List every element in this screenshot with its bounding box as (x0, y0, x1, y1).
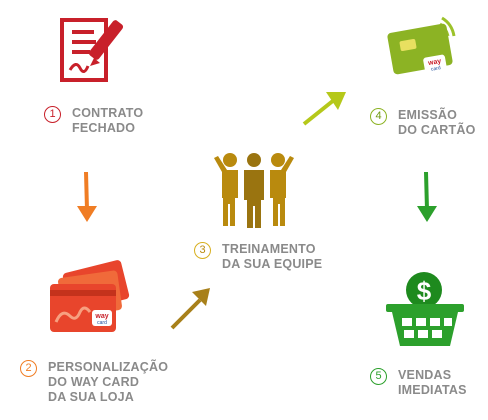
custom-cards-icon: way card (50, 260, 130, 332)
arrow-4-to-5 (417, 171, 437, 222)
team-icon (214, 153, 294, 228)
step-3-label: TREINAMENTO DA SUA EQUIPE (222, 242, 322, 272)
step-2-label-line-3: DA SUA LOJA (48, 390, 135, 404)
step-3-number: 3 (194, 242, 211, 259)
basket-dollar-symbol: $ (417, 276, 432, 306)
shopping-basket-icon: $ (386, 272, 464, 346)
step-2-label-line-2: DO WAY CARD (48, 375, 140, 389)
step-3-label-line-1: TREINAMENTO (222, 242, 316, 256)
step-4-label-line-2: DO CARTÃO (398, 123, 476, 137)
step-5-number: 5 (370, 368, 387, 385)
step-1-label: CONTRATO FECHADO (72, 106, 143, 136)
custom-cards-brand-bottom: card (97, 320, 107, 326)
step-2-label-line-1: PERSONALIZAÇÃO (48, 360, 169, 374)
contract-pen-icon (60, 18, 124, 82)
arrow-2-to-3 (170, 288, 210, 330)
card-emission-brand-bottom: card (431, 65, 442, 73)
step-1-number: 1 (44, 106, 61, 123)
arrow-1-to-2 (77, 171, 97, 222)
step-1-label-line-1: CONTRATO (72, 106, 144, 120)
step-5-label-line-1: VENDAS (398, 368, 452, 382)
card-emission-brand-top: way (427, 58, 442, 67)
step-4-label: EMISSÃO DO CARTÃO (398, 108, 476, 138)
arrow-3-to-4 (302, 92, 346, 126)
step-5-label-line-2: IMEDIATAS (398, 383, 467, 397)
step-4-label-line-1: EMISSÃO (398, 108, 458, 122)
step-3-label-line-2: DA SUA EQUIPE (222, 257, 323, 271)
custom-cards-brand-top: way (94, 313, 108, 320)
step-1-label-line-2: FECHADO (72, 121, 136, 135)
card-emission-icon: way card (387, 16, 456, 75)
step-2-number: 2 (20, 360, 37, 377)
step-4-number: 4 (370, 108, 387, 125)
step-2-label: PERSONALIZAÇÃO DO WAY CARD DA SUA LOJA (48, 360, 168, 405)
step-5-label: VENDAS IMEDIATAS (398, 368, 467, 398)
